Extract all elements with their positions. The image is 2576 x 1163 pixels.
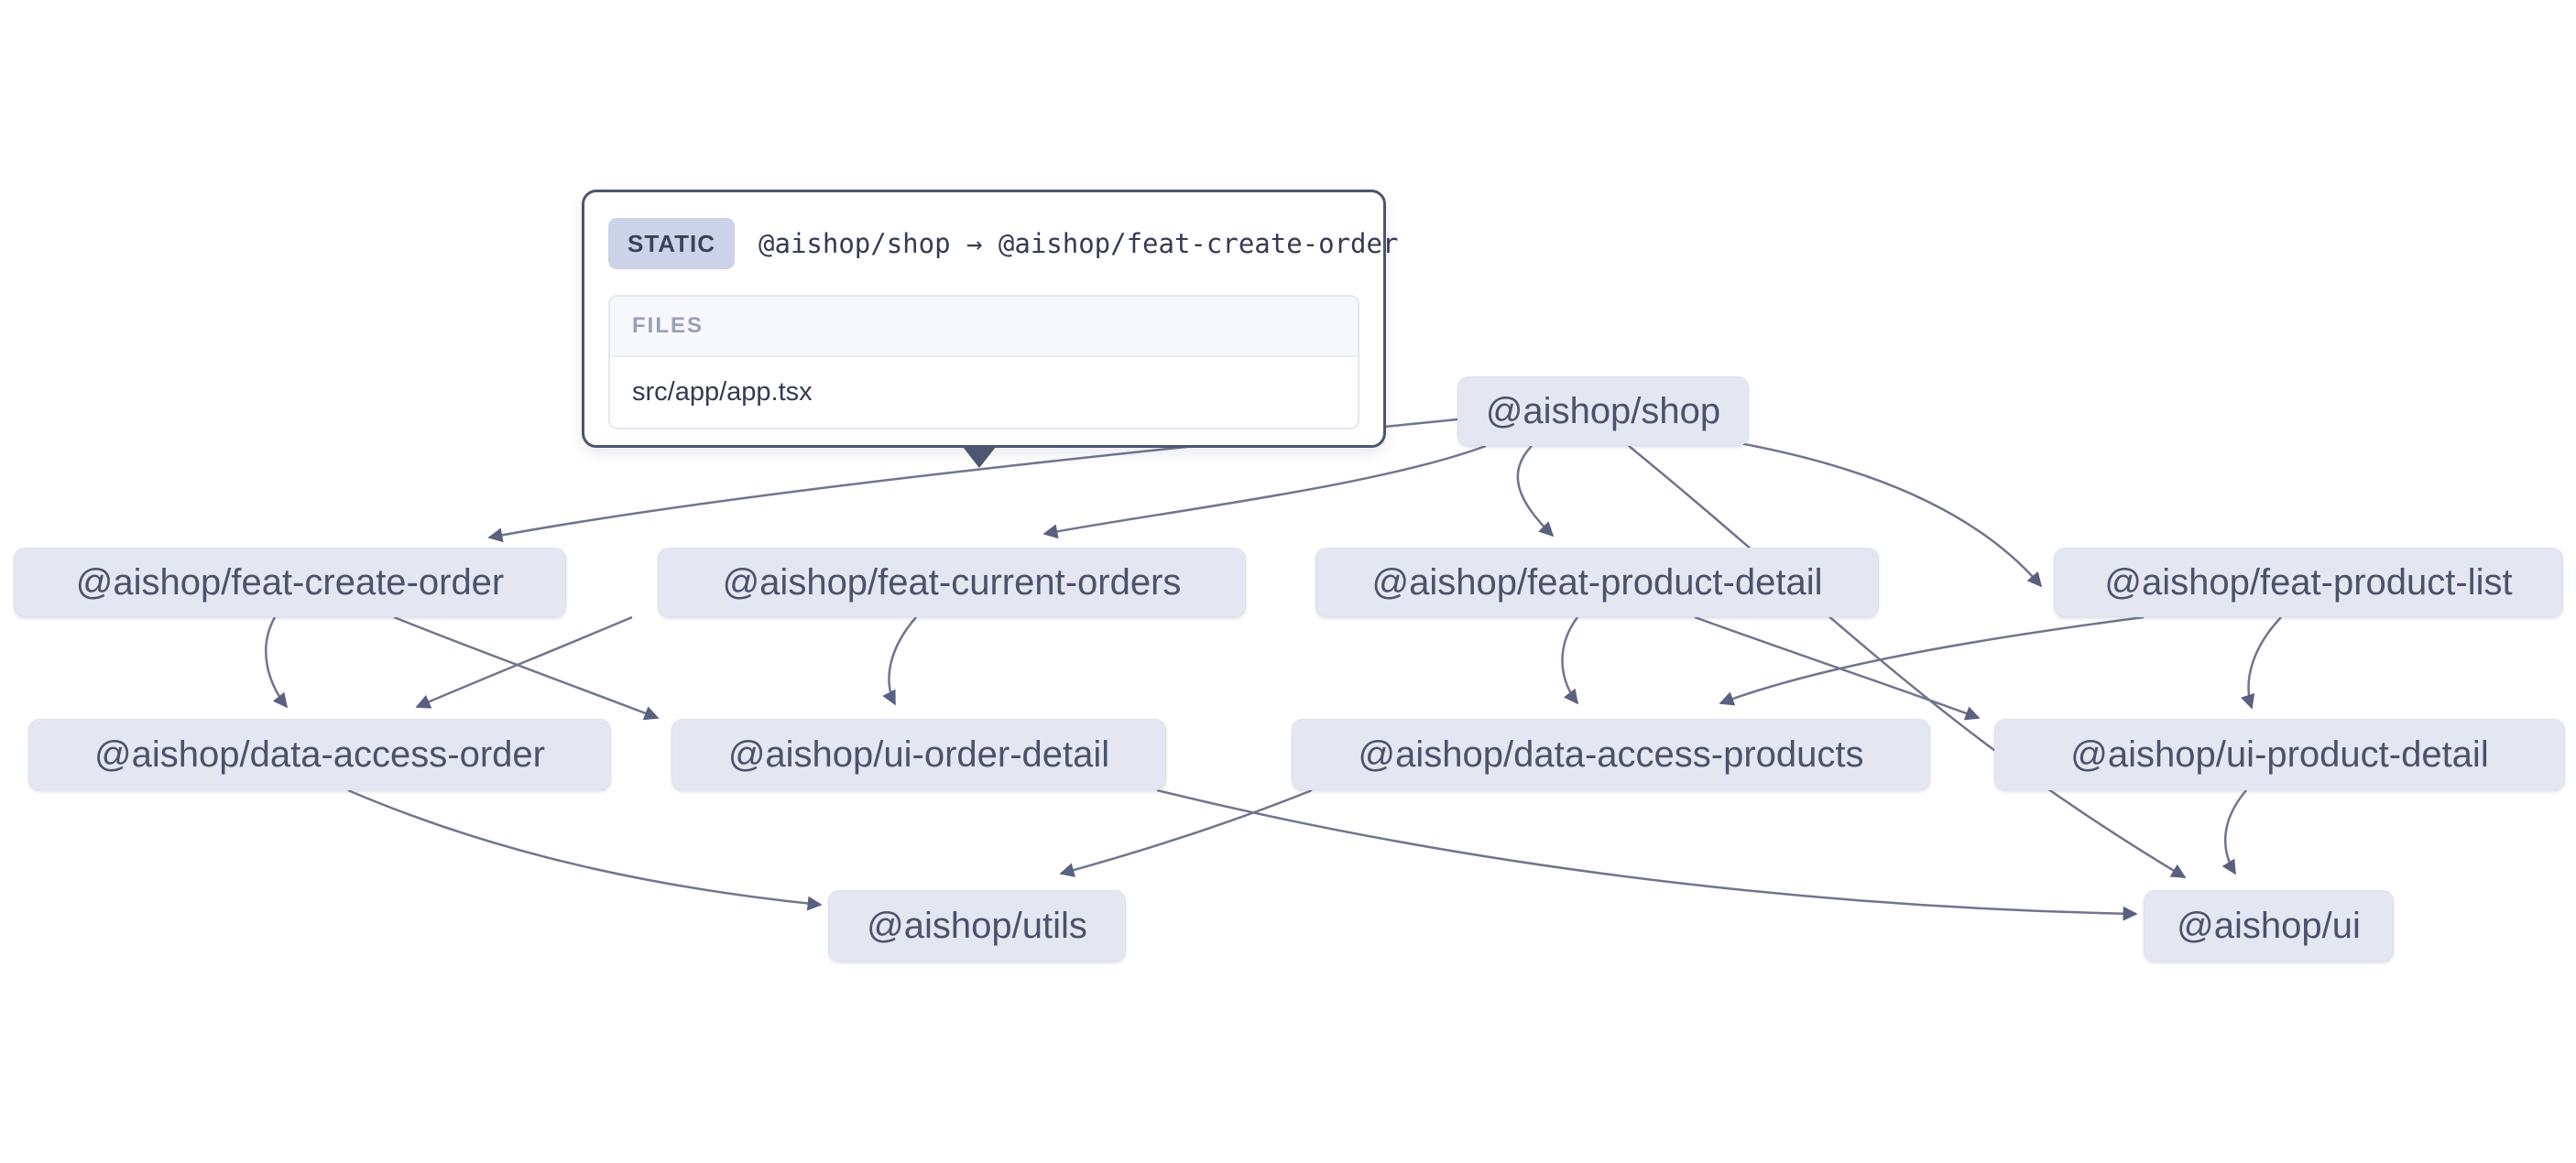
file-path: src/app/app.tsx	[610, 357, 1358, 428]
edge-feat-product-list-ui-product-detail[interactable]	[2240, 616, 2282, 710]
node-utils[interactable]: @aishop/utils	[828, 890, 1126, 962]
edge-type-badge: STATIC	[608, 218, 736, 269]
node-feat-create-order[interactable]: @aishop/feat-create-order	[14, 548, 566, 617]
edge-label: @aishop/shop → @aishop/feat-create-order	[759, 228, 1399, 259]
node-ui-product-detail[interactable]: @aishop/ui-product-detail	[1994, 719, 2565, 790]
edge-ui-product-detail-ui[interactable]	[2221, 789, 2247, 875]
files-header: FILES	[610, 297, 1358, 357]
node-feat-product-detail[interactable]: @aishop/feat-product-detail	[1315, 548, 1879, 617]
node-feat-product-list[interactable]: @aishop/feat-product-list	[2054, 548, 2563, 617]
node-data-access-order[interactable]: @aishop/data-access-order	[28, 719, 611, 790]
edge-feat-create-order-data-access-order[interactable]	[265, 616, 288, 709]
edge-shop-feat-product-list[interactable]	[1739, 441, 2043, 588]
edge-ui-order-detail-ui[interactable]	[1156, 788, 2138, 921]
edge-feat-product-detail-data-access-products[interactable]	[1561, 616, 1579, 705]
edge-shop-feat-product-detail[interactable]	[1516, 445, 1555, 538]
node-ui[interactable]: @aishop/ui	[2144, 890, 2394, 962]
node-data-access-products[interactable]: @aishop/data-access-products	[1292, 719, 1930, 790]
edge-data-access-products-utils[interactable]	[1059, 788, 1313, 877]
node-feat-current-orders[interactable]: @aishop/feat-current-orders	[658, 548, 1246, 617]
edge-feat-product-detail-ui-product-detail[interactable]	[1694, 615, 1981, 721]
node-ui-order-detail[interactable]: @aishop/ui-order-detail	[671, 719, 1166, 790]
tooltip-pointer-icon	[963, 447, 996, 468]
node-shop[interactable]: @aishop/shop	[1457, 376, 1749, 446]
edge-feat-current-orders-ui-order-detail[interactable]	[882, 616, 917, 706]
edge-shop-feat-current-orders[interactable]	[1042, 444, 1487, 539]
edge-feat-create-order-ui-order-detail[interactable]	[393, 615, 660, 721]
files-box: FILES src/app/app.tsx	[608, 295, 1359, 429]
edge-tooltip: STATIC @aishop/shop → @aishop/feat-creat…	[582, 190, 1398, 468]
tooltip-header: STATIC @aishop/shop → @aishop/feat-creat…	[608, 218, 1398, 269]
edge-shop-ui[interactable]	[1628, 445, 2187, 879]
edge-feat-product-list-data-access-products[interactable]	[1719, 615, 2145, 706]
edge-feat-current-orders-data-access-order[interactable]	[415, 615, 633, 709]
edge-data-access-order-utils[interactable]	[347, 788, 823, 911]
